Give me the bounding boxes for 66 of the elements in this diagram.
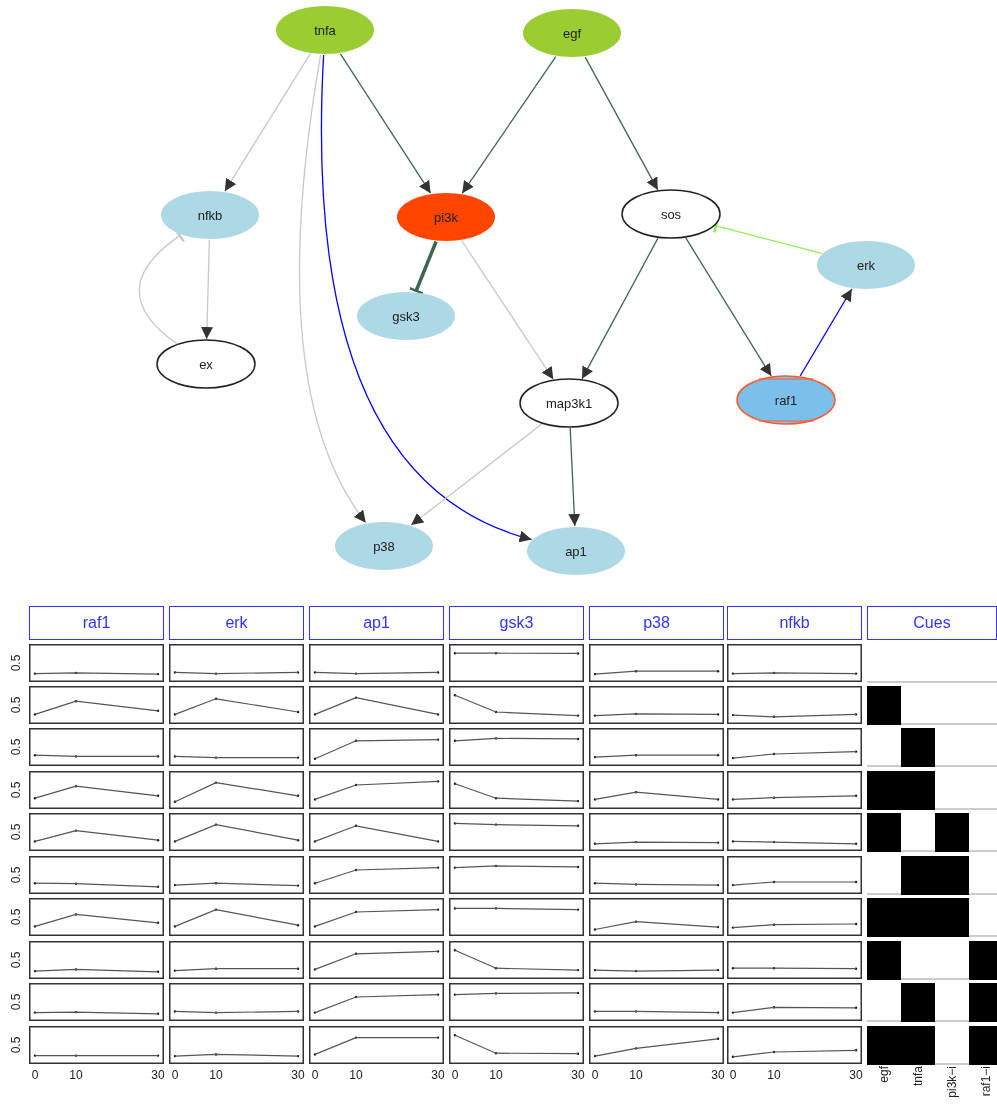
ellipse-node: ex — [156, 339, 256, 389]
ellipse-node: raf1 — [736, 375, 836, 425]
strip-header: p38 — [589, 606, 724, 640]
axis-tick-label: 10 — [68, 1068, 84, 1082]
strip-header: raf1 — [29, 606, 164, 640]
axis-tick-label: 0.5 — [9, 992, 23, 1013]
ellipse-node: sos — [621, 189, 721, 239]
arrow — [461, 56, 557, 194]
axis-tick-label: pi3k−i — [945, 1066, 959, 1100]
axis-tick-label: 30 — [710, 1068, 726, 1082]
axis-tick-label: 30 — [848, 1068, 864, 1082]
ellipse-node: p38 — [334, 521, 434, 571]
arrow — [339, 53, 432, 194]
axis-tick-label: 10 — [348, 1068, 364, 1082]
inhibition-line — [138, 229, 185, 345]
arrow — [410, 423, 543, 526]
axis-tick-label: 0.5 — [9, 950, 23, 971]
arrow — [298, 54, 367, 524]
axis-tick-label: 10 — [628, 1068, 644, 1082]
axis-tick-label: raf1−i — [979, 1066, 993, 1099]
axis-tick-label: 0 — [30, 1068, 40, 1082]
ellipse-node: map3k1 — [519, 378, 619, 428]
axis-tick-label: egf — [877, 1066, 891, 1085]
axis-tick-label: 10 — [208, 1068, 224, 1082]
axis-tick-label: 0 — [310, 1068, 320, 1082]
arrow — [799, 288, 853, 377]
axis-tick-label: 30 — [150, 1068, 166, 1082]
axis-tick-label: 0 — [728, 1068, 738, 1082]
axis-tick-label: 0.5 — [9, 1035, 23, 1056]
axis-tick-label: 10 — [766, 1068, 782, 1082]
arrow — [584, 56, 659, 191]
axis-tick-label: 30 — [290, 1068, 306, 1082]
axis-tick-label: 0.5 — [9, 865, 23, 886]
ellipse-node: pi3k — [396, 192, 496, 242]
ellipse-node: ap1 — [526, 526, 626, 576]
axis-tick-label: 30 — [570, 1068, 586, 1082]
axis-tick-label: tnfa — [911, 1066, 925, 1088]
strip-header: nfkb — [727, 606, 862, 640]
arrow — [685, 237, 772, 377]
strip-header: erk — [169, 606, 304, 640]
axis-tick-label: 30 — [430, 1068, 446, 1082]
ellipse-node: egf — [522, 8, 622, 58]
axis-tick-label: 0.5 — [9, 907, 23, 928]
axis-tick-label: 0.5 — [9, 822, 23, 843]
ellipse-node: nfkb — [160, 190, 260, 240]
arrow — [224, 53, 311, 192]
ellipse-node: gsk3 — [356, 291, 456, 341]
arrow — [568, 427, 581, 527]
axis-tick-label: 10 — [488, 1068, 504, 1082]
ellipse-node: erk — [816, 240, 916, 290]
ellipse-node: tnfa — [275, 5, 375, 55]
inhibition-line — [409, 240, 438, 295]
axis-tick-label: 0.5 — [9, 695, 23, 716]
strip-header: Cues — [867, 606, 997, 640]
arrow — [581, 237, 659, 380]
arrow — [461, 240, 554, 380]
arrow — [201, 239, 213, 340]
strip-header: ap1 — [309, 606, 444, 640]
axis-tick-label: 0.5 — [9, 737, 23, 758]
axis-tick-label: 0 — [170, 1068, 180, 1082]
axis-tick-label: 0.5 — [9, 653, 23, 674]
arrow — [320, 54, 533, 542]
axis-tick-label: 0.5 — [9, 780, 23, 801]
axis-tick-label: 0 — [590, 1068, 600, 1082]
axis-tick-label: 0 — [450, 1068, 460, 1082]
strip-header: gsk3 — [449, 606, 584, 640]
